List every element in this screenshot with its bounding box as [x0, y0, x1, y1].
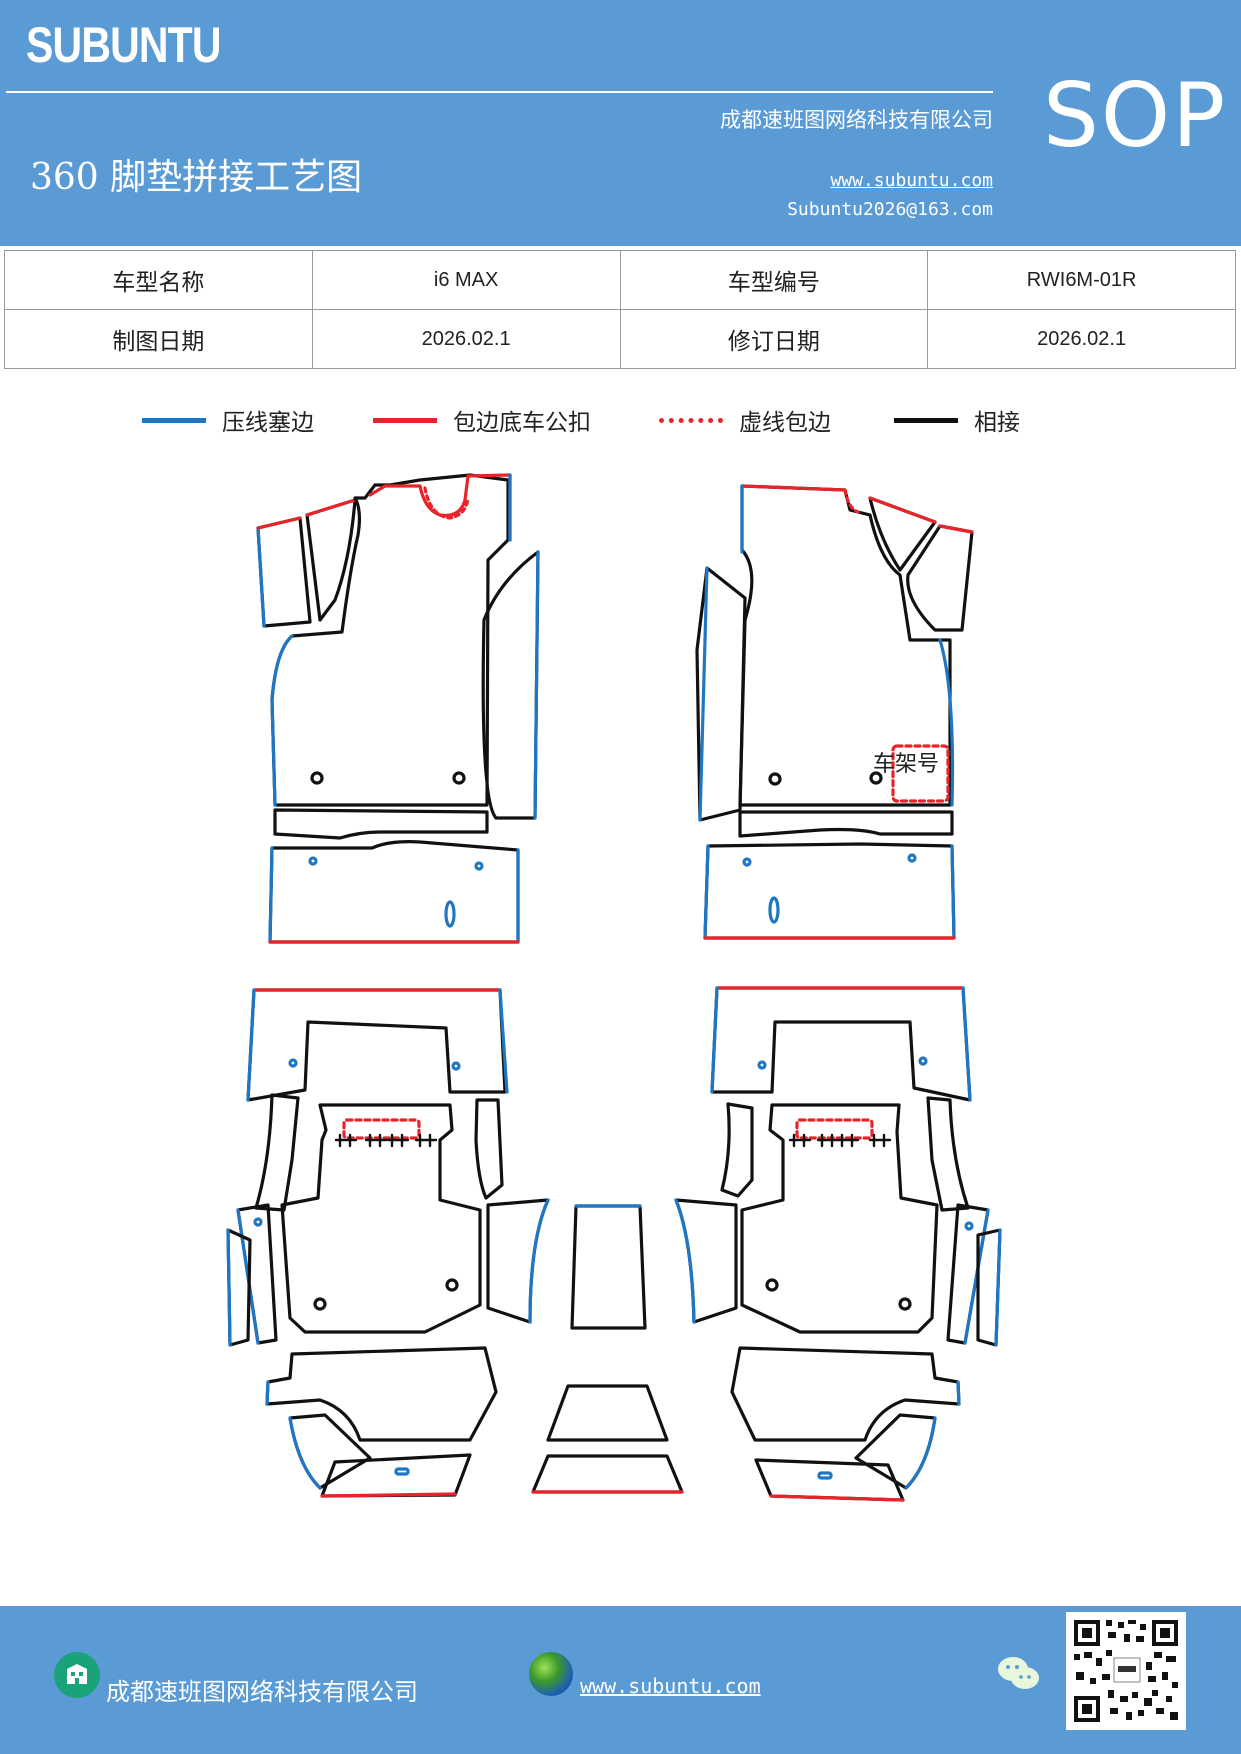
document-title: 360 脚垫拼接工艺图 — [30, 157, 363, 198]
legend-label: 相接 — [974, 410, 1020, 436]
header-divider — [6, 91, 993, 93]
brand-logo: SUBUNTU — [26, 17, 222, 73]
model-code-value: RWI6M-01R — [927, 250, 1236, 310]
vin-label: 车架号 — [873, 752, 939, 777]
legend-line-black — [894, 417, 958, 423]
legend-line-blue — [142, 417, 206, 423]
company-name: 成都速班图网络科技有限公司 — [720, 108, 993, 132]
vehicle-info-table: 车型名称 i6 MAX 车型编号 RWI6M-01R 制图日期 2026.02.… — [4, 250, 1236, 369]
revise-date-label: 修订日期 — [619, 309, 929, 369]
legend-label: 虚线包边 — [739, 410, 831, 436]
legend-line-dotted — [659, 417, 723, 423]
building-icon — [54, 1652, 100, 1698]
footer-company: 成都速班图网络科技有限公司 — [106, 1678, 418, 1706]
table-row: 车型名称 i6 MAX 车型编号 RWI6M-01R — [4, 250, 1236, 310]
header-banner: SUBUNTU 成都速班图网络科技有限公司 360 脚垫拼接工艺图 www.su… — [0, 0, 1241, 246]
center-tunnel-pieces — [531, 1204, 684, 1494]
legend-label: 压线塞边 — [222, 410, 314, 436]
floor-mat-diagram: 车架号 — [226, 473, 1002, 1502]
website-link[interactable]: www.subuntu.com — [830, 170, 993, 191]
email-text: Subuntu2026@163.com — [787, 199, 993, 220]
legend-label: 包边底车公扣 — [453, 410, 591, 436]
legend-item-wrap: 包边底车公扣 — [373, 402, 591, 438]
wechat-icon — [996, 1652, 1042, 1696]
table-row: 制图日期 2026.02.1 修订日期 2026.02.1 — [4, 309, 1236, 369]
rear-left-mat — [226, 988, 550, 1498]
model-name-value: i6 MAX — [311, 250, 621, 310]
sop-label: SOP — [1043, 64, 1228, 167]
legend-item-press: 压线塞边 — [142, 402, 314, 438]
footer-website-link[interactable]: www.subuntu.com — [580, 1674, 761, 1698]
front-right-mat — [695, 484, 974, 940]
legend-item-dotted: 虚线包边 — [659, 402, 831, 438]
globe-icon — [529, 1652, 573, 1696]
legend-item-join: 相接 — [894, 402, 1020, 438]
front-left-mat — [256, 473, 540, 944]
revise-date-value: 2026.02.1 — [927, 309, 1236, 369]
legend-line-red — [373, 417, 437, 423]
model-name-label: 车型名称 — [4, 250, 313, 310]
draw-date-label: 制图日期 — [4, 309, 313, 369]
qr-code — [1066, 1612, 1186, 1730]
draw-date-value: 2026.02.1 — [311, 309, 621, 369]
rear-right-mat — [674, 986, 1002, 1502]
model-code-label: 车型编号 — [619, 250, 929, 310]
